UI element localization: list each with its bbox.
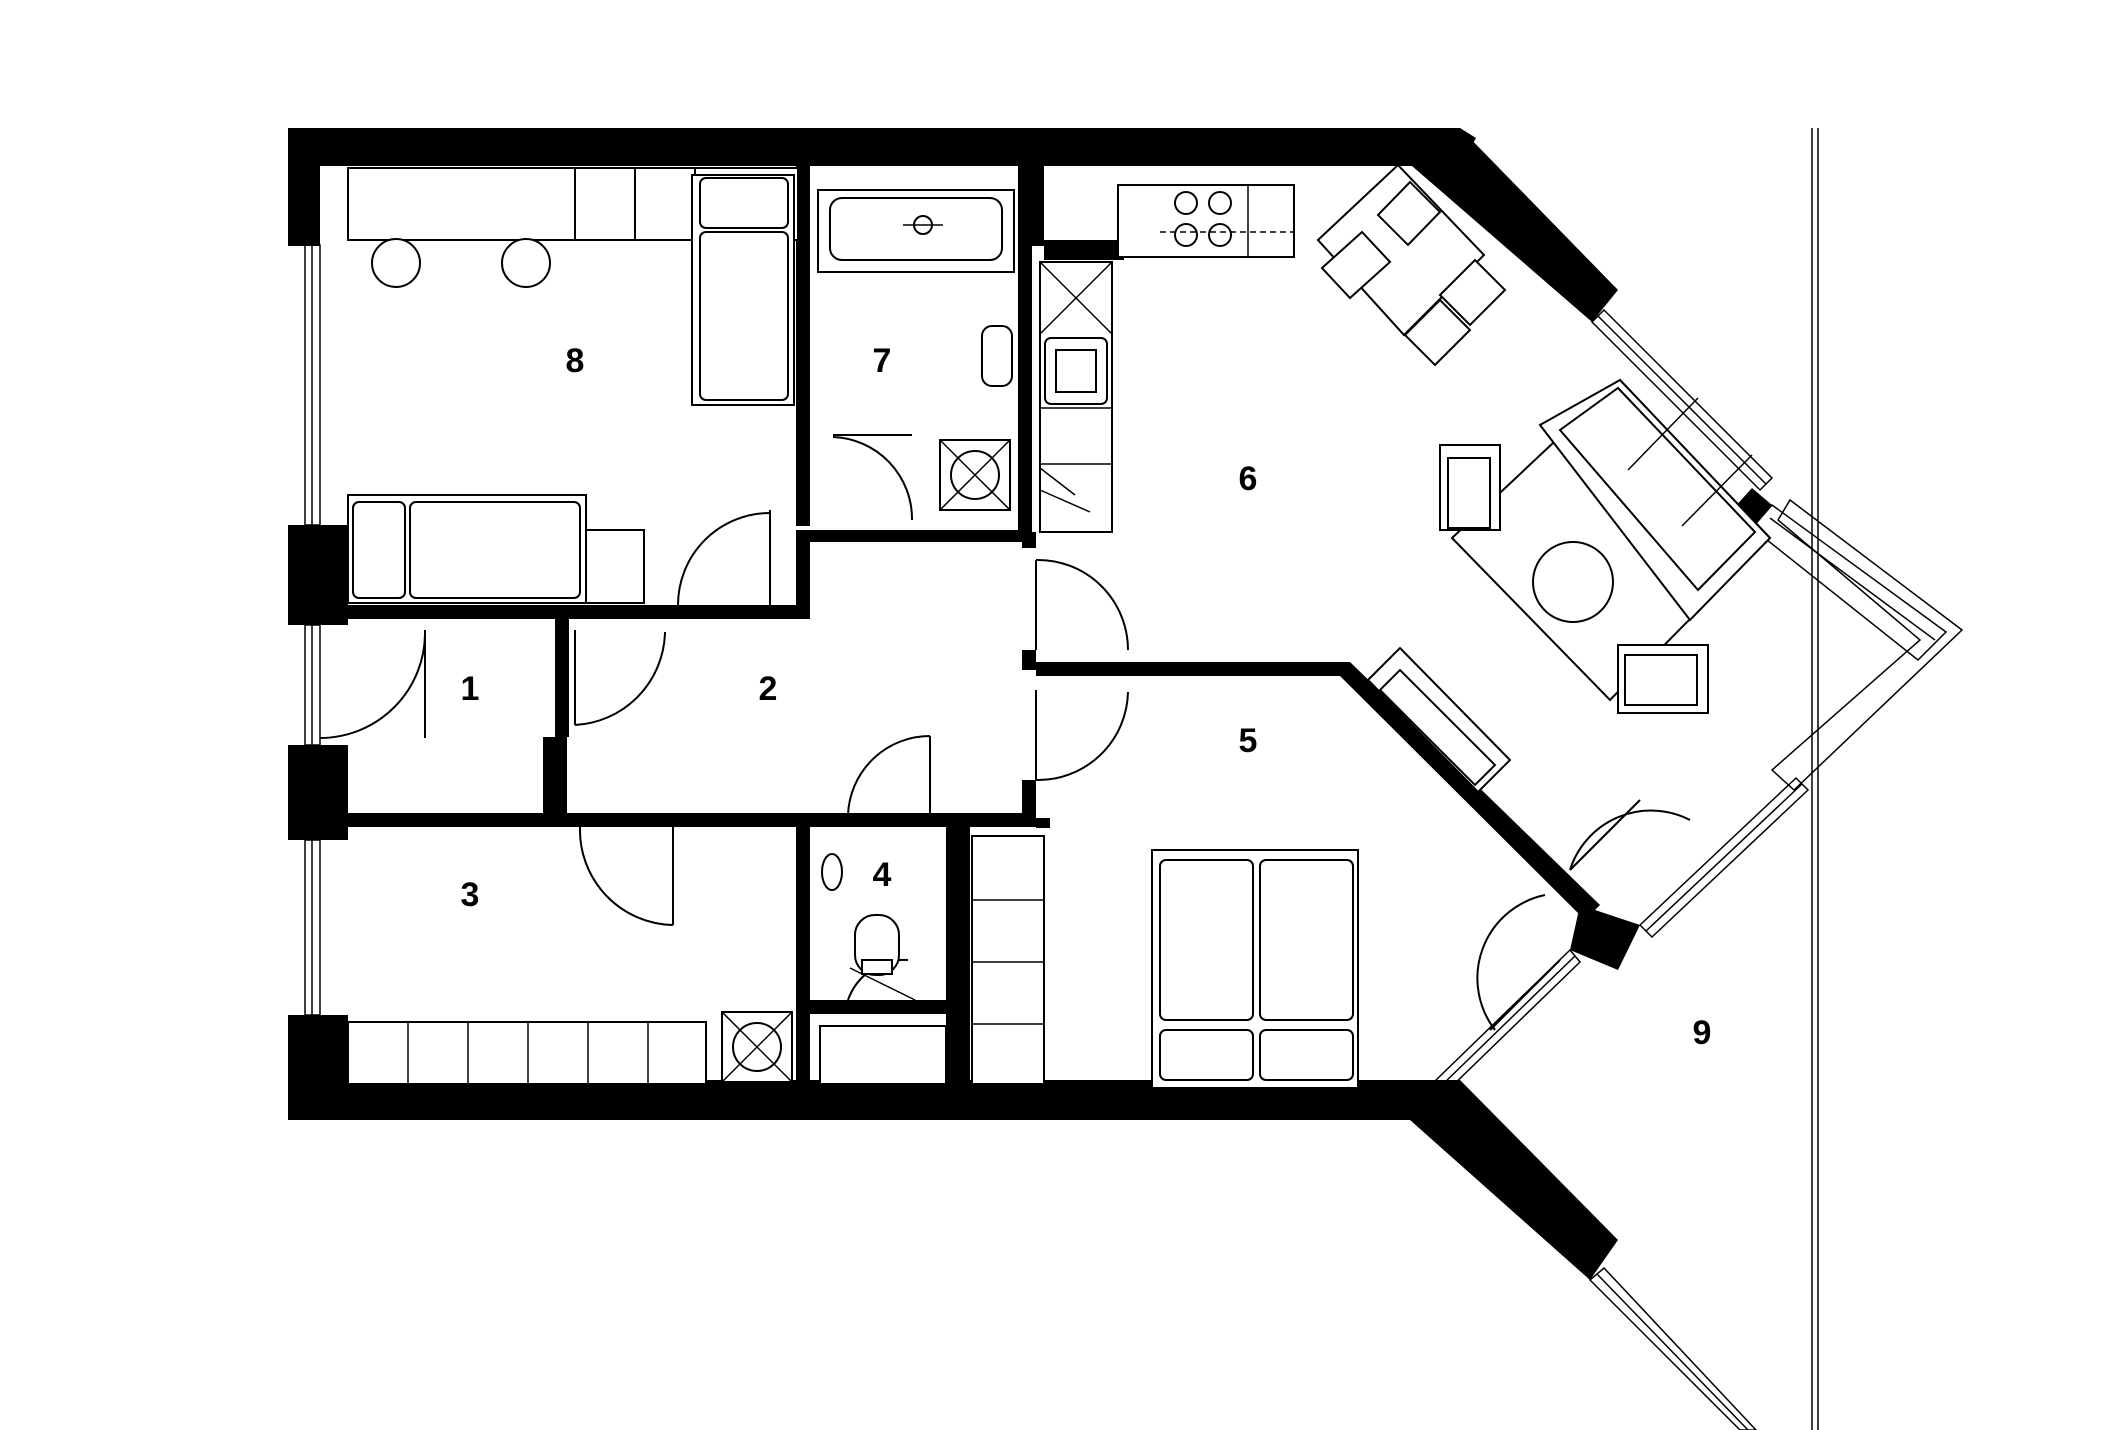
- furniture-living: [1366, 378, 1772, 794]
- room-label-1: 1: [461, 670, 480, 708]
- windows: [304, 128, 1964, 1430]
- exterior-walls: [288, 128, 1772, 1280]
- furniture-room-7: [817, 189, 1015, 511]
- room-label-5: 5: [1239, 722, 1258, 760]
- room-labels: 8 7 6 1 2 5 3 4 9: [461, 342, 1712, 1052]
- furniture-room-4: [819, 853, 947, 1085]
- furniture-room-5: [971, 835, 1359, 1089]
- furniture-kitchen: [1039, 184, 1295, 533]
- room-label-7: 7: [873, 342, 892, 380]
- interior-walls: [320, 166, 1600, 1093]
- furniture-room-8: [347, 167, 799, 604]
- doors: [319, 434, 1691, 1031]
- room-label-6: 6: [1239, 460, 1258, 498]
- room-label-2: 2: [759, 670, 778, 708]
- room-label-9: 9: [1693, 1014, 1712, 1052]
- furniture-room-3: [347, 1011, 793, 1085]
- room-label-8: 8: [566, 342, 585, 380]
- room-label-4: 4: [873, 856, 892, 894]
- furniture-dining: [1316, 163, 1507, 367]
- room-label-3: 3: [461, 876, 480, 914]
